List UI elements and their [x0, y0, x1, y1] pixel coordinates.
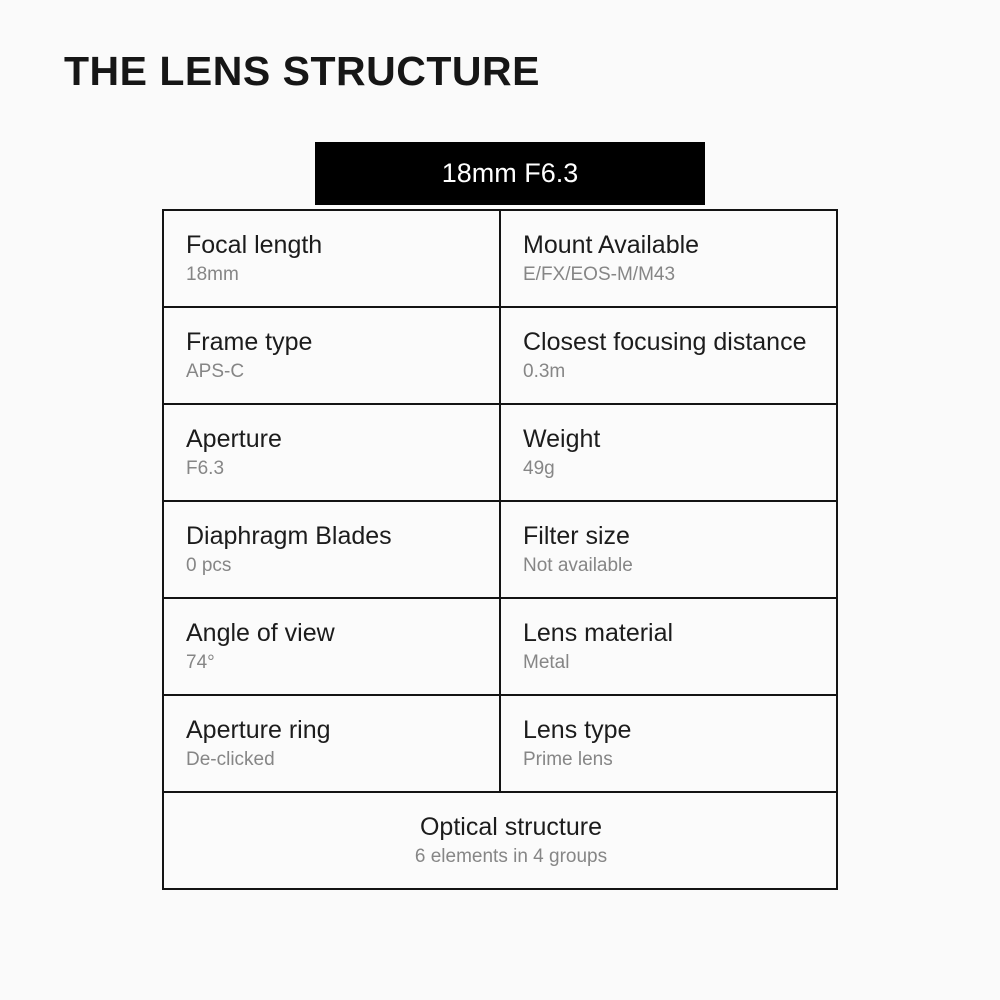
table-row: Diaphragm Blades 0 pcs Filter size Not a… — [162, 500, 838, 599]
spec-value: APS-C — [186, 360, 245, 382]
lens-spec-table: Focal length 18mm Mount Available E/FX/E… — [162, 209, 838, 890]
spec-cell-mount-available: Mount Available E/FX/EOS-M/M43 — [499, 209, 838, 308]
spec-cell-angle-of-view: Angle of view 74° — [162, 597, 501, 696]
spec-value: F6.3 — [186, 457, 225, 479]
spec-label: Filter size — [523, 521, 630, 550]
spec-value: Metal — [523, 651, 570, 673]
spec-value: Not available — [523, 554, 633, 576]
spec-value: 6 elements in 4 groups — [414, 845, 608, 867]
spec-value: 0 pcs — [186, 554, 232, 576]
spec-label: Aperture — [186, 424, 282, 453]
spec-cell-aperture-ring: Aperture ring De-clicked — [162, 694, 501, 793]
spec-label: Aperture ring — [186, 715, 331, 744]
table-row: Frame type APS-C Closest focusing distan… — [162, 306, 838, 405]
spec-value: 0.3m — [523, 360, 566, 382]
table-row: Angle of view 74° Lens material Metal — [162, 597, 838, 696]
table-row: Aperture F6.3 Weight 49g — [162, 403, 838, 502]
spec-cell-aperture: Aperture F6.3 — [162, 403, 501, 502]
spec-value: Prime lens — [523, 748, 613, 770]
spec-label: Optical structure — [419, 812, 602, 841]
spec-cell-weight: Weight 49g — [499, 403, 838, 502]
spec-cell-optical-structure: Optical structure 6 elements in 4 groups — [162, 791, 838, 890]
spec-cell-filter-size: Filter size Not available — [499, 500, 838, 599]
spec-cell-diaphragm-blades: Diaphragm Blades 0 pcs — [162, 500, 501, 599]
spec-label: Frame type — [186, 327, 313, 356]
spec-label: Mount Available — [523, 230, 700, 259]
spec-label: Diaphragm Blades — [186, 521, 392, 550]
table-row: Optical structure 6 elements in 4 groups — [162, 791, 838, 890]
spec-cell-lens-material: Lens material Metal — [499, 597, 838, 696]
spec-value: 74° — [186, 651, 215, 673]
spec-label: Lens material — [523, 618, 674, 647]
spec-value: De-clicked — [186, 748, 275, 770]
table-row: Focal length 18mm Mount Available E/FX/E… — [162, 209, 838, 308]
spec-label: Focal length — [186, 230, 323, 259]
spec-value: E/FX/EOS-M/M43 — [523, 263, 676, 285]
spec-cell-closest-focusing-distance: Closest focusing distance 0.3m — [499, 306, 838, 405]
spec-cell-focal-length: Focal length 18mm — [162, 209, 501, 308]
spec-value: 49g — [523, 457, 555, 479]
spec-label: Lens type — [523, 715, 632, 744]
spec-value: 18mm — [186, 263, 239, 285]
spec-cell-frame-type: Frame type APS-C — [162, 306, 501, 405]
spec-label: Angle of view — [186, 618, 335, 647]
table-row: Aperture ring De-clicked Lens type Prime… — [162, 694, 838, 793]
spec-label: Closest focusing distance — [523, 327, 807, 356]
lens-model-banner: 18mm F6.3 — [315, 142, 705, 205]
spec-cell-lens-type: Lens type Prime lens — [499, 694, 838, 793]
spec-label: Weight — [523, 424, 601, 453]
lens-model-label: 18mm F6.3 — [441, 158, 579, 188]
page-title: THE LENS STRUCTURE — [64, 48, 540, 94]
